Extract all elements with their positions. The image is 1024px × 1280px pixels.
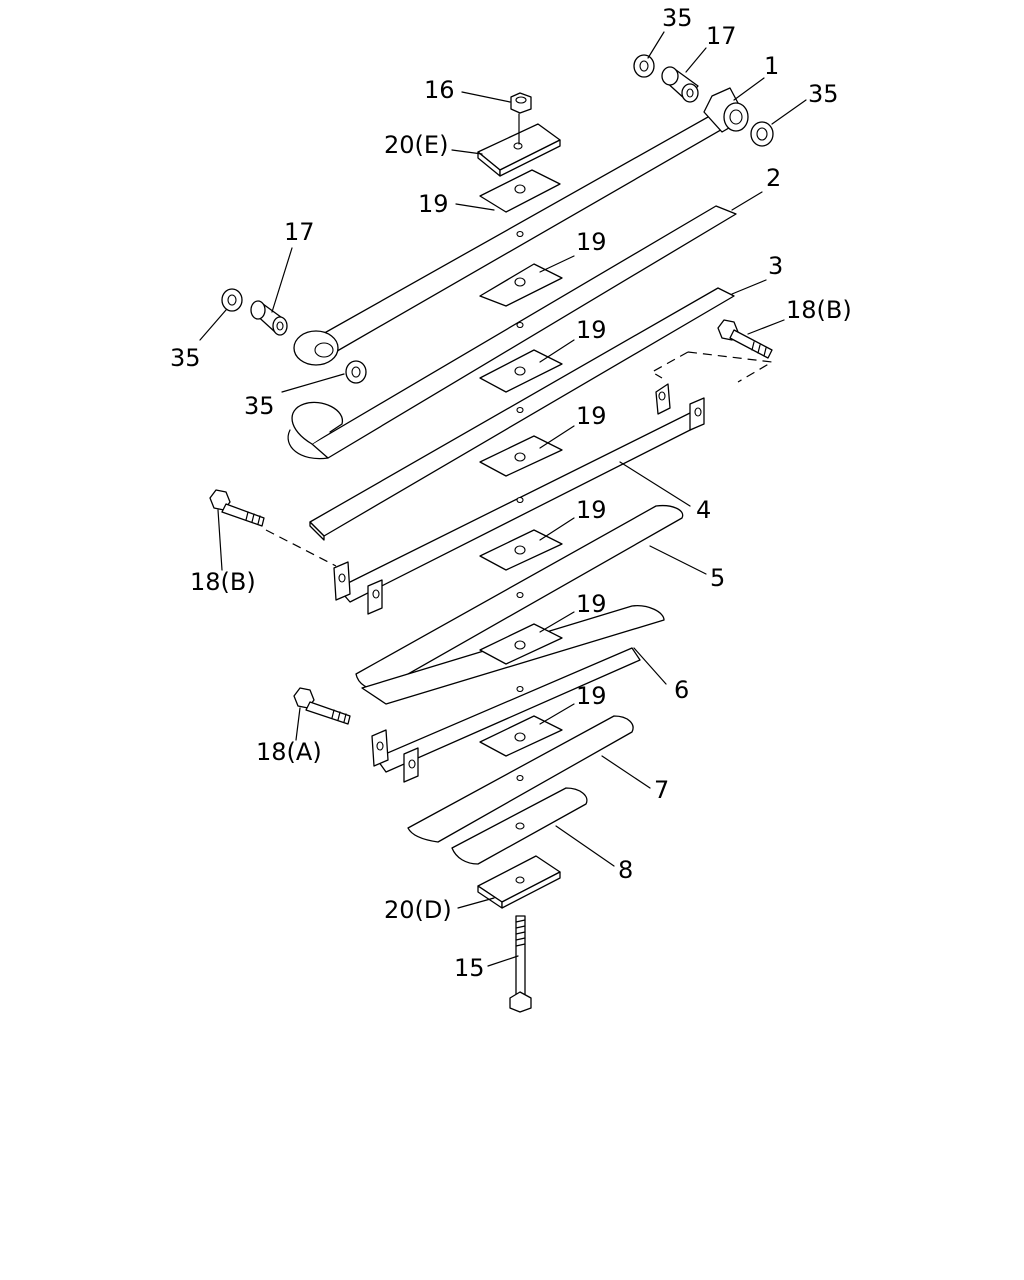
callout-8: 8 [618, 856, 633, 884]
callout-35-right: 35 [808, 80, 839, 108]
washer-35-right [750, 121, 774, 147]
nut-16 [510, 92, 532, 114]
clip-6 [371, 647, 641, 783]
callout-4: 4 [696, 496, 711, 524]
callout-19-b: 19 [576, 228, 607, 256]
callout-35-top: 35 [662, 4, 693, 32]
bushing-17-left [250, 300, 288, 336]
washer-35-left [221, 288, 243, 312]
callout-35-mid: 35 [244, 392, 275, 420]
plate-20e [477, 123, 561, 177]
leaf-3-spring [309, 287, 735, 541]
callout-labels: 35 17 1 35 16 20(E) 19 2 17 19 3 18(B) 3… [170, 4, 852, 982]
bolt-18a [293, 687, 351, 725]
callout-19-a: 19 [418, 190, 449, 218]
callout-18b-left: 18(B) [190, 568, 256, 596]
callout-7: 7 [654, 776, 669, 804]
washer-35-top [633, 54, 655, 78]
bolt-18b-right [717, 319, 773, 359]
center-bolt-15 [509, 915, 532, 1013]
washer-35-mid [345, 360, 367, 384]
callout-15: 15 [454, 954, 485, 982]
callout-2: 2 [766, 164, 781, 192]
callout-1: 1 [764, 52, 779, 80]
bolt-18b-left [209, 489, 265, 527]
leaf-2-spring [287, 205, 737, 460]
clip-4 [333, 383, 705, 615]
plate-20d [477, 855, 561, 909]
callout-17-top: 17 [706, 22, 737, 50]
leader-lines [199, 31, 807, 967]
callout-17-left: 17 [284, 218, 315, 246]
callout-20e: 20(E) [384, 131, 448, 159]
leaf-1-main-spring [293, 87, 749, 366]
callout-19-f: 19 [576, 590, 607, 618]
callout-19-e: 19 [576, 496, 607, 524]
callout-18a: 18(A) [256, 738, 322, 766]
callout-35-left: 35 [170, 344, 201, 372]
callout-3: 3 [768, 252, 783, 280]
callout-16: 16 [424, 76, 455, 104]
callout-20d: 20(D) [384, 896, 452, 924]
callout-5: 5 [710, 564, 725, 592]
callout-19-d: 19 [576, 402, 607, 430]
callout-6: 6 [674, 676, 689, 704]
callout-19-c: 19 [576, 316, 607, 344]
bushing-17-top [661, 66, 699, 103]
callout-18b-right: 18(B) [786, 296, 852, 324]
callout-19-g: 19 [576, 682, 607, 710]
